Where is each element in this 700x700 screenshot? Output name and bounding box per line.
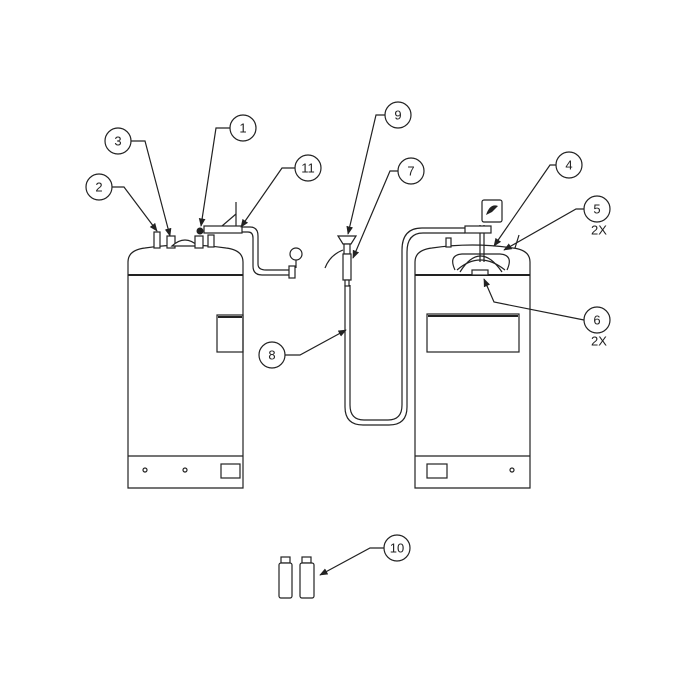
callout-label: 10 bbox=[390, 541, 404, 556]
callout-label: 3 bbox=[114, 134, 121, 149]
callout-7: 7 bbox=[397, 157, 425, 185]
callout-qty: 2X bbox=[591, 334, 607, 349]
callout-10: 10 bbox=[383, 534, 411, 562]
callout-6: 62X bbox=[583, 306, 611, 349]
callout-label: 1 bbox=[239, 121, 246, 136]
callout-5: 52X bbox=[583, 195, 611, 238]
callout-label: 11 bbox=[301, 161, 315, 176]
callout-3: 3 bbox=[104, 127, 132, 155]
callout-2: 2 bbox=[85, 173, 113, 201]
callout-label: 5 bbox=[593, 202, 600, 217]
left-tank bbox=[127, 202, 303, 489]
bottles bbox=[278, 556, 315, 599]
fitting-2 bbox=[153, 231, 161, 249]
callout-label: 9 bbox=[394, 108, 401, 123]
callout-label: 2 bbox=[95, 180, 102, 195]
callout-label: 8 bbox=[268, 348, 275, 363]
callout-4: 4 bbox=[555, 151, 583, 179]
hand-spray bbox=[324, 235, 358, 287]
right-tank bbox=[344, 199, 531, 489]
leader-lines bbox=[112, 114, 585, 576]
callout-label: 4 bbox=[565, 158, 572, 173]
callout-11: 11 bbox=[294, 154, 322, 182]
callout-1: 1 bbox=[229, 114, 257, 142]
callout-label: 6 bbox=[593, 313, 600, 328]
callout-8: 8 bbox=[258, 341, 286, 369]
callout-label: 7 bbox=[407, 164, 414, 179]
callout-qty: 2X bbox=[591, 223, 607, 238]
callout-9: 9 bbox=[384, 101, 412, 129]
